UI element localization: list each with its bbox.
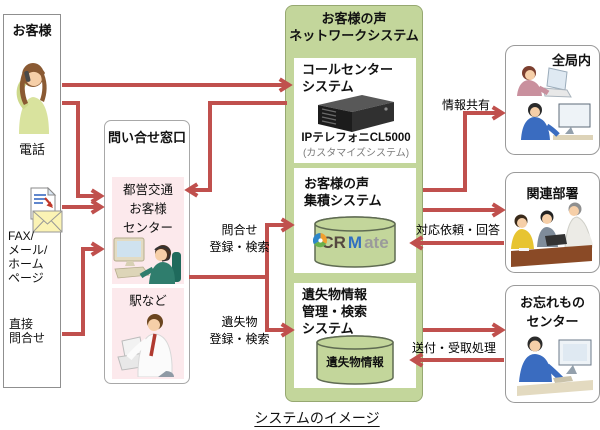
desk-clerk-icon <box>517 336 593 396</box>
server-icon <box>318 95 394 132</box>
lost-property-db-label: 遺失物情報 <box>326 357 384 369</box>
call-center-system-title: コールセンター システム <box>302 62 394 94</box>
customer-panel-title: お客様 <box>12 23 52 38</box>
call-operator-icon <box>113 237 181 284</box>
lost-property-system-box: 遺失物情報 管理・検索 システム 遺失物情報 <box>294 283 416 388</box>
diagram-caption: システムのイメージ <box>254 410 380 426</box>
office-staff-icon <box>517 66 593 140</box>
related-departments-box: 関連部署 <box>505 172 600 273</box>
lost-property-database: 遺失物情報 <box>315 335 395 385</box>
crmate-text-m: M <box>347 233 363 252</box>
arrow-callcenter-to-center <box>188 101 287 192</box>
station-staff-icon <box>117 314 174 377</box>
arrow-send-head <box>491 322 506 338</box>
lost-property-system-title: 遺失物情報 管理・検索 システム <box>302 287 368 336</box>
arrow-label-info-share: 情報共有 <box>441 98 490 112</box>
arrow-phone-to-window-head <box>90 188 105 204</box>
crmate-text-ate: ate <box>364 233 389 252</box>
customized-system-label: (カスタマイズシステム) <box>302 148 410 159</box>
station-label: 駅など <box>129 294 167 308</box>
inquiry-window-panel: 問い合せ窓口 都営交通 お客様 センター 駅など <box>104 120 190 384</box>
phone-label: 電話 <box>18 142 45 157</box>
direct-inquiry-label: 直接 問合せ <box>9 317 46 346</box>
customer-panel: お客様 電話 FAX/ メール/ ホーム ページ 直接 問合せ <box>3 14 63 388</box>
arrow-label-respond: 対応依頼・回答 <box>415 223 500 237</box>
arrow-direct-to-window-head <box>90 241 105 257</box>
call-center-system-box: コールセンター システム IPテレフォニCL5000 (カスタマイズシステム) <box>294 58 416 163</box>
station-box: 駅など <box>112 288 184 379</box>
arrow-label-inquiry-register: 問合せ 登録・検索 <box>209 223 270 254</box>
all-bureau-box: 全局内 <box>505 45 600 155</box>
lost-and-found-center-title: お忘れもの センター <box>519 295 585 329</box>
toei-customer-center-box: 都営交通 お客様 センター <box>112 177 184 284</box>
toei-customer-center-label: 都営交通 お客様 センター <box>122 183 173 235</box>
arrow-label-lost-register: 遺失物 登録・検索 <box>209 315 270 346</box>
fax-mail-label: FAX/ メール/ ホーム ページ <box>8 229 48 286</box>
crmate-text-cr: CR <box>321 233 346 252</box>
lost-and-found-center-box: お忘れもの センター <box>505 285 600 403</box>
crmate-logo-icon <box>313 233 328 248</box>
database-cylinder-icon <box>316 335 394 385</box>
arrow-direct-to-window <box>62 247 101 336</box>
meeting-icon <box>511 202 593 267</box>
arrow-label-send-receive: 送付・受取処理 <box>411 341 496 355</box>
arrow-phone-to-window <box>62 101 101 198</box>
arrow-info-share <box>423 111 502 192</box>
arrow-request-head <box>491 202 506 218</box>
all-bureau-title: 全局内 <box>551 53 591 68</box>
voice-collection-title: お客様の声 集積システム <box>304 176 382 208</box>
database-cylinder-icon <box>314 216 396 268</box>
arrow-fax-to-window-head <box>90 199 105 215</box>
woman-on-phone-icon <box>16 63 49 134</box>
ip-telephony-label: IPテレフォニCL5000 <box>301 132 411 144</box>
inquiry-window-title: 問い合せ窓口 <box>107 130 186 145</box>
related-departments-title: 関連部署 <box>526 186 579 201</box>
voice-network-title: お客様の声 ネットワークシステム <box>289 11 419 43</box>
voice-network-panel: お客様の声 ネットワークシステム コールセンター システム IPテレフォニCL5… <box>285 5 423 402</box>
fax-mail-icon <box>30 187 63 233</box>
